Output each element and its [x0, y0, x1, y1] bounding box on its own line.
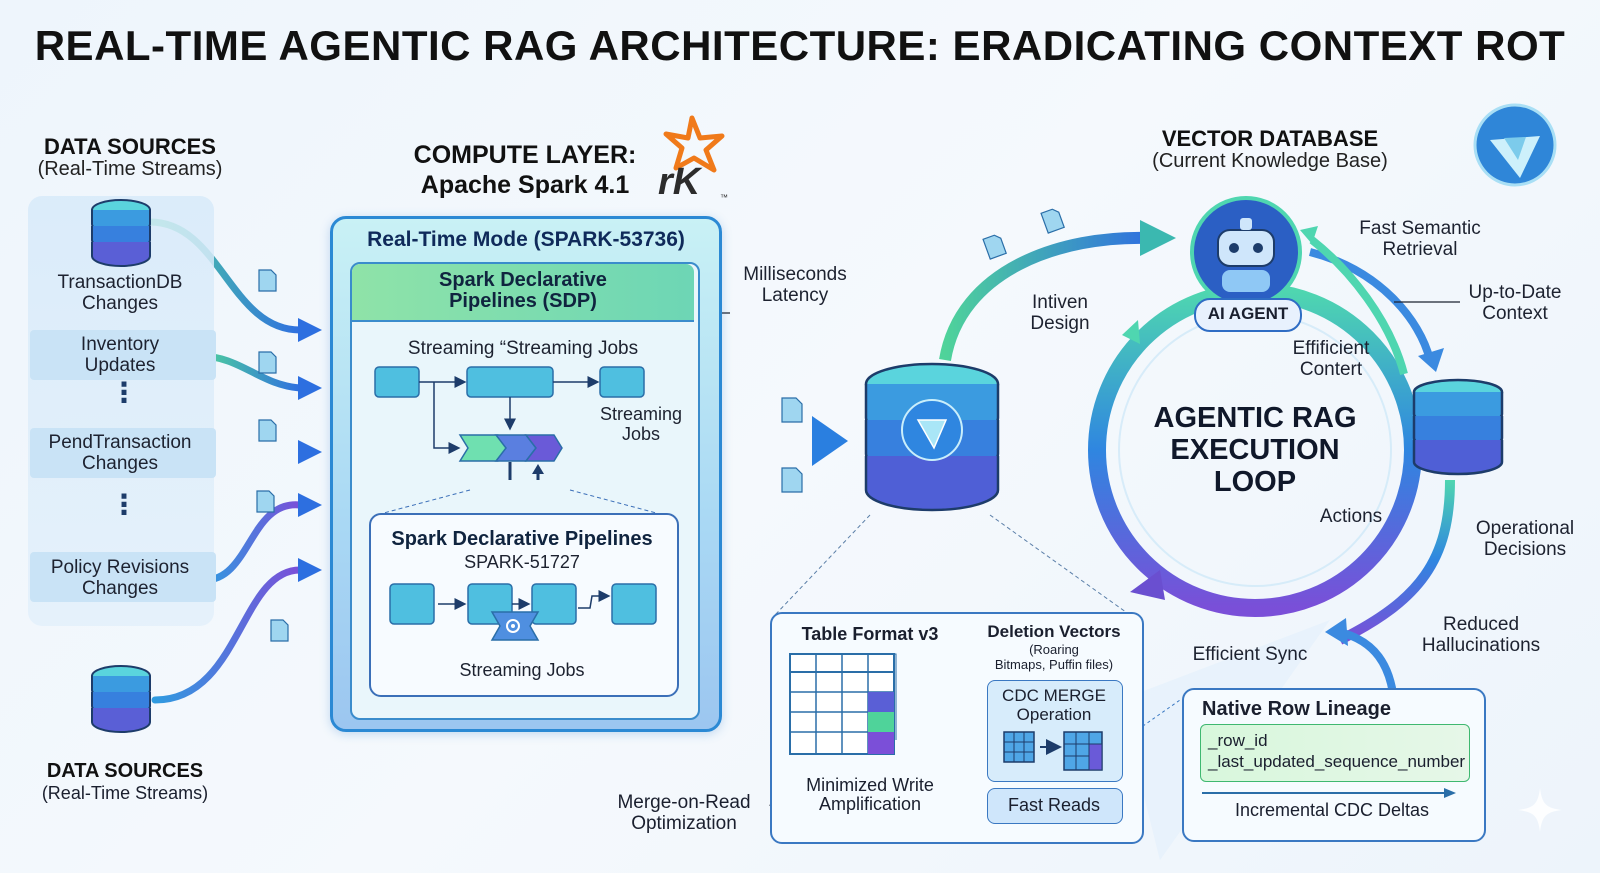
streaming-jobs-flow: [374, 366, 645, 480]
transactiondb-database-icon: [91, 199, 151, 267]
source-arrowheads: [298, 318, 322, 582]
source-row-policy: [30, 552, 216, 602]
compute-to-db-arrowhead: [812, 416, 848, 466]
page-title: REAL-TIME AGENTIC RAG ARCHITECTURE: ERAD…: [34, 22, 1566, 69]
doc-icons-sources: [256, 269, 289, 642]
minimized-write-label: Minimized Write Amplification: [806, 775, 934, 814]
fast-reads-box: [987, 788, 1123, 824]
lineage-fields: _row_id _last_updated_sequence_number: [1208, 730, 1466, 772]
context-arrow: [1309, 236, 1408, 376]
db-to-agent-arc: [939, 231, 1151, 362]
spark-logo-tm: ™: [720, 193, 728, 202]
db-to-hallucination-arrow: [1337, 479, 1455, 645]
sparkle-icon: [1518, 788, 1562, 832]
sources-heading-bottom: DATA SOURCES: [46, 760, 204, 782]
table-format-title: Table Format v3: [801, 624, 939, 644]
latency-label: Milliseconds Latency: [743, 264, 847, 306]
loop-title: AGENTIC RAG EXECUTION LOOP: [1153, 402, 1357, 498]
deletion-vectors-title: Deletion Vectors: [987, 622, 1121, 641]
lineage-field-row-id: _row_id: [1208, 731, 1268, 750]
db-to-table-lines: [774, 514, 1131, 616]
retrieval-arrowhead: [1418, 348, 1444, 372]
streaming-jobs-side-label: Streaming Jobs: [599, 404, 683, 444]
sources-subheading-bottom: (Real-Time Streams): [41, 783, 209, 803]
inner-connector-lines: [379, 489, 661, 515]
deletion-vectors-sub: (Roaring Bitmaps, Puffin files): [994, 642, 1114, 672]
loop-arrowhead-bottom: [1130, 570, 1165, 600]
sdp-header: [352, 264, 694, 322]
source-row-pendtransaction: [30, 428, 216, 478]
efficient-content-label: Effificient Contert: [1292, 338, 1370, 380]
loop-arrowhead-top: [1122, 320, 1140, 344]
db-to-agent-arrowhead: [1140, 220, 1176, 256]
fast-retrieval-label: Fast Semantic Retrieval: [1359, 218, 1481, 260]
bottom-source-database-icon: [91, 665, 151, 733]
ellipsis-2: ⋮: [110, 489, 138, 520]
streaming-header: Streaming “Streaming Jobs: [407, 338, 639, 359]
inner-pipelines-title: Spark Declarative Pipelines: [391, 528, 653, 550]
merge-on-read-label: Merge-on-Read Optimization: [617, 792, 751, 834]
doc-icons-beam: [781, 397, 803, 493]
lineage-arrow: [1202, 788, 1456, 798]
sdp-title: Spark Declarative Pipelines (SDP): [439, 269, 607, 312]
sources-subheading: (Real-Time Streams): [37, 158, 223, 180]
source-label-inventory: Inventory Updates: [80, 334, 160, 376]
iceberg-logo-icon: [1473, 103, 1557, 187]
source-label-policy: Policy Revisions Changes: [50, 557, 190, 599]
context-arrowhead: [1300, 226, 1318, 244]
source-row-inventory: [30, 330, 216, 380]
cdc-merge-label: CDC MERGE Operation: [1002, 686, 1106, 724]
realtime-mode-label: Real-Time Mode (SPARK-53736): [367, 228, 685, 251]
actions-label: Actions: [1319, 506, 1383, 527]
inner-pipelines-footer: Streaming Jobs: [459, 660, 585, 680]
cdc-merge-icon: [1003, 731, 1103, 771]
operational-decisions-label: Operational Decisions: [1475, 518, 1575, 560]
vector-db-heading: VECTOR DATABASE: [1161, 126, 1379, 151]
sync-arrowhead: [1325, 618, 1348, 646]
spark-logo-text: rK: [658, 161, 703, 203]
doc-icons-arc: [982, 208, 1065, 260]
ai-agent-badge: AI AGENT: [1194, 298, 1302, 332]
compute-heading: COMPUTE LAYER: Apache Spark 4.1: [413, 141, 637, 199]
lineage-field-sequence: _last_updated_sequence_number: [1208, 752, 1466, 771]
spark-logo-icon: rK ™: [658, 115, 728, 203]
source-label-pendtransaction: PendTransaction Changes: [48, 432, 192, 474]
source-label-transactiondb: TransactionDB Changes: [57, 272, 183, 314]
efficient-sync-label: Efficient Sync: [1192, 644, 1308, 665]
vector-db-subheading: (Current Knowledge Base): [1152, 150, 1388, 172]
lineage-footer: Incremental CDC Deltas: [1234, 800, 1430, 820]
inner-pipelines-sub: SPARK-51727: [464, 552, 580, 572]
intent-design-label: Intiven Design: [1030, 292, 1090, 334]
lineage-title: Native Row Lineage: [1202, 698, 1391, 720]
lineage-fields-box: [1200, 724, 1470, 782]
table-grid-icon: [789, 653, 897, 755]
inner-pipeline-flow: [389, 583, 657, 641]
uptodate-context-label: Up-to-Date Context: [1468, 282, 1562, 324]
operational-database-icon: [1412, 378, 1504, 476]
reduced-hallucinations-label: Reduced Hallucinations: [1421, 614, 1541, 656]
ai-agent-robot-icon: [1190, 196, 1302, 306]
fast-reads-label: Fast Reads: [1007, 795, 1101, 815]
ellipsis-1: ⋮: [110, 377, 138, 408]
vector-database-icon: [864, 362, 1000, 512]
sources-heading: DATA SOURCES: [44, 134, 216, 159]
